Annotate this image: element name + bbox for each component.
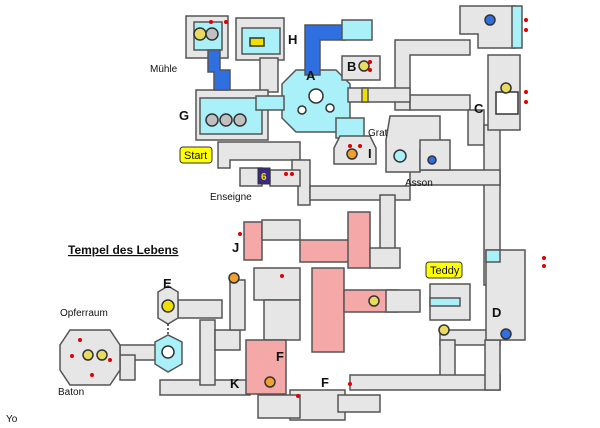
room-label-E: E bbox=[163, 276, 172, 291]
room-A bbox=[255, 19, 373, 139]
room-I bbox=[333, 135, 377, 165]
start-tag: Start bbox=[179, 146, 213, 164]
room-label-G: G bbox=[179, 108, 189, 123]
room-label-A: A bbox=[306, 68, 316, 83]
map-signature: Yo bbox=[6, 414, 18, 425]
room-E-area bbox=[59, 285, 183, 386]
room-C-area bbox=[459, 5, 523, 131]
item-markers bbox=[70, 18, 546, 398]
number-badge-label: 6 bbox=[261, 172, 267, 183]
teddy-tag: Teddy bbox=[425, 261, 463, 279]
place-label-opferraum: Opferraum bbox=[60, 308, 108, 319]
place-label-grat: Grat bbox=[368, 128, 388, 139]
place-label-asson: Asson bbox=[405, 178, 433, 189]
room-label-I: I bbox=[368, 146, 372, 161]
room-label-B: B bbox=[347, 59, 356, 74]
place-label-enseigne: Enseigne bbox=[210, 192, 252, 203]
start-tag-label: Start bbox=[184, 150, 207, 162]
room-label-C: C bbox=[474, 101, 484, 116]
teddy-tag-label: Teddy bbox=[430, 265, 460, 277]
room-label-F-upper: F bbox=[276, 349, 284, 364]
room-label-D: D bbox=[492, 305, 501, 320]
blood-room-complex bbox=[228, 211, 421, 395]
number-badge: 6 bbox=[257, 167, 271, 185]
room-B bbox=[341, 55, 411, 103]
room-label-J: J bbox=[232, 240, 239, 255]
place-label-muehle: Mühle bbox=[150, 64, 178, 75]
room-label-F-lower: F bbox=[321, 375, 329, 390]
map-title: Tempel des Lebens bbox=[68, 243, 179, 257]
corridor-network bbox=[119, 39, 501, 421]
room-label-K: K bbox=[230, 376, 240, 391]
room-D-area bbox=[429, 249, 526, 341]
place-label-baton: Baton bbox=[58, 387, 84, 398]
room-label-H: H bbox=[288, 32, 297, 47]
grat-asson-area bbox=[385, 115, 451, 173]
water-rooms-northwest bbox=[185, 15, 285, 141]
